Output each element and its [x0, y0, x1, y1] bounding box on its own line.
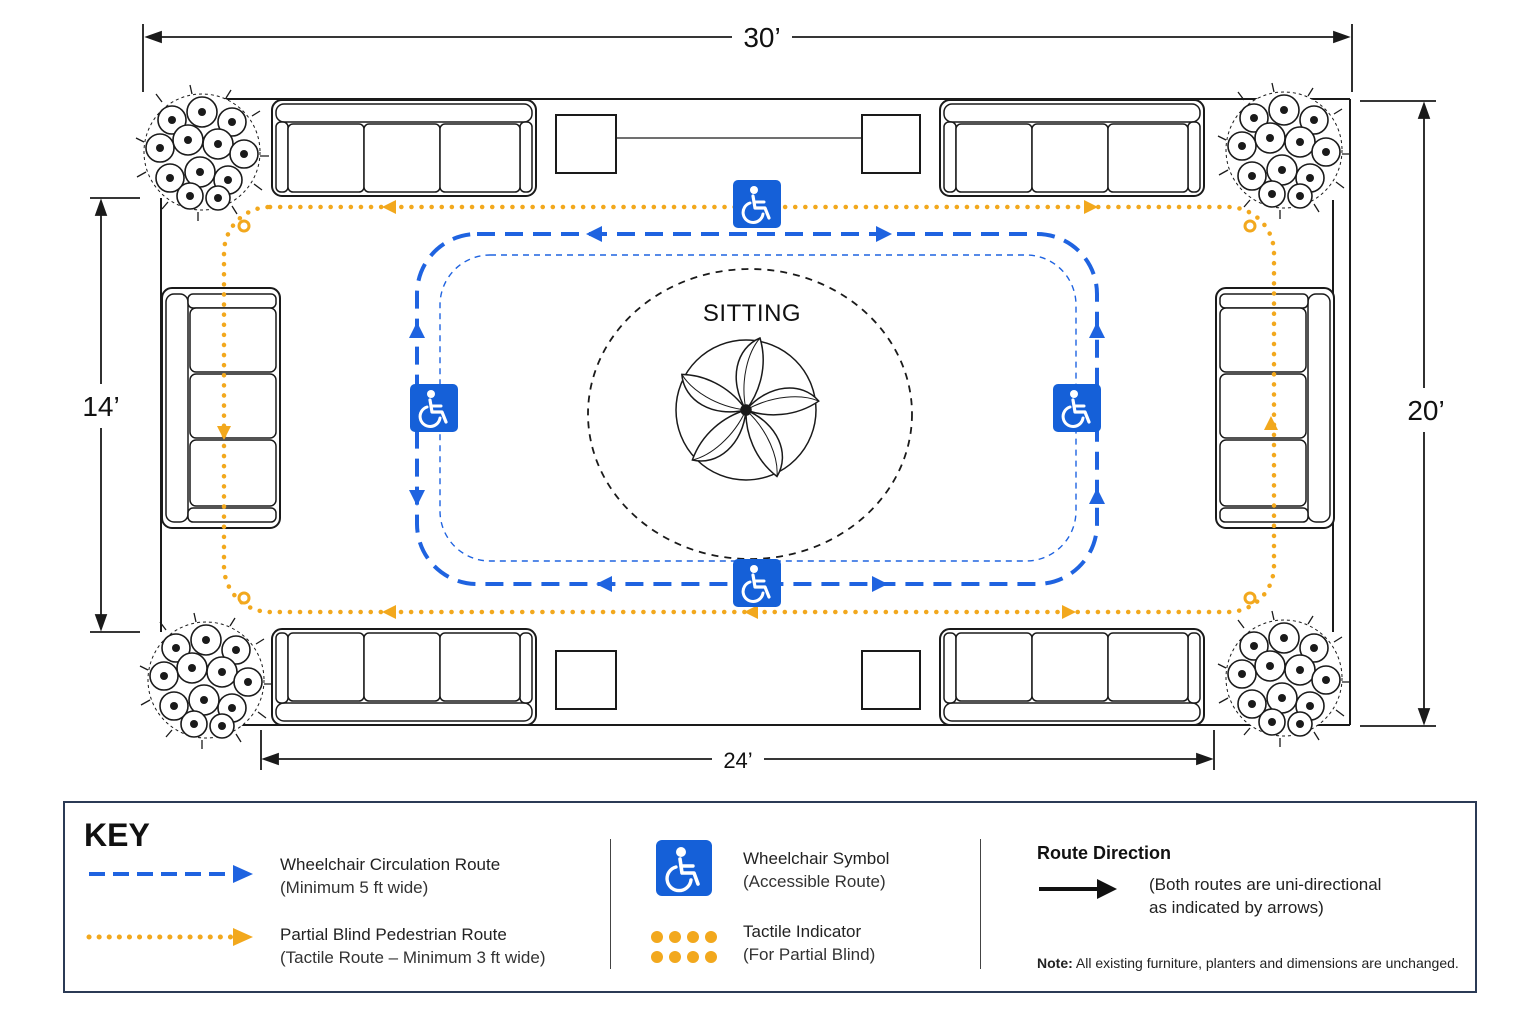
- arrow-icon: [1264, 416, 1278, 430]
- wheelchair-symbol-label: Wheelchair Symbol: [743, 849, 890, 868]
- tactile-indicator-sub: (For Partial Blind): [743, 945, 876, 964]
- wheelchair-icon: [1051, 382, 1103, 434]
- tactile-indicator-dots: [237, 219, 1257, 605]
- wheelchair-symbol-sub: (Accessible Route): [743, 872, 886, 891]
- legend-key: KEY Wheelchair Circulation Route (Minimu…: [63, 801, 1477, 993]
- wheelchair-icon: [731, 178, 783, 230]
- dimension-left: [90, 197, 140, 633]
- key-divider: [980, 839, 981, 969]
- dimension-left-label: 14’: [82, 391, 119, 422]
- wheelchair-icon: [731, 557, 783, 609]
- planter-icon: [1217, 610, 1352, 748]
- route-direction-title: Route Direction: [1037, 843, 1172, 863]
- sofa-top-right: [939, 99, 1205, 197]
- wheelchair-symbol-legend: Wheelchair Symbol (Accessible Route): [743, 847, 889, 893]
- wheelchair-icon: [408, 382, 460, 434]
- dimension-right: [1360, 100, 1436, 727]
- wheelchair-route-legend: Wheelchair Circulation Route (Minimum 5 …: [280, 853, 500, 899]
- wheelchair-route-sample: [89, 865, 253, 883]
- dimension-right-label: 20’: [1407, 395, 1444, 426]
- arrow-icon: [217, 426, 231, 440]
- side-table-icon: [861, 114, 921, 174]
- planter-icon: [139, 612, 274, 750]
- arrow-icon: [1039, 879, 1117, 899]
- tactile-indicator-legend: Tactile Indicator (For Partial Blind): [743, 920, 875, 966]
- side-table-icon: [555, 114, 617, 174]
- sitting-label: SITTING: [703, 300, 801, 327]
- wheelchair-route-arrows: [409, 226, 1105, 592]
- side-table-icon: [861, 650, 921, 710]
- tactile-route-sub: (Tactile Route – Minimum 3 ft wide): [280, 948, 546, 967]
- arrow-icon: [1084, 200, 1098, 214]
- wheelchair-route-sub: (Minimum 5 ft wide): [280, 878, 429, 897]
- arrow-icon: [409, 322, 425, 338]
- route-direction-legend: (Both routes are uni-directional as indi…: [1149, 873, 1381, 919]
- dimension-bottom: [260, 730, 1215, 770]
- floor-plan: 30’ 24’ 14’ 20’: [82, 22, 1444, 773]
- key-title: KEY: [84, 817, 150, 853]
- key-divider: [610, 839, 611, 969]
- key-note-text: All existing furniture, planters and dim…: [1072, 955, 1459, 971]
- planter-icon: [135, 84, 270, 222]
- wheelchair-icon: [656, 840, 712, 896]
- key-note: Note: All existing furniture, planters a…: [1037, 955, 1459, 971]
- dimension-bottom-label: 24’: [723, 748, 752, 773]
- tactile-indicator-label: Tactile Indicator: [743, 922, 862, 941]
- sofa-top-left: [271, 99, 537, 197]
- planter-icon: [1217, 82, 1352, 220]
- arrow-icon: [1089, 322, 1105, 338]
- arrow-icon: [586, 226, 602, 242]
- tactile-route-sample: [86, 928, 253, 946]
- route-direction-line2: as indicated by arrows): [1149, 898, 1324, 917]
- arrow-icon: [876, 226, 892, 242]
- tactile-route-label: Partial Blind Pedestrian Route: [280, 925, 507, 944]
- sofa-bottom-right: [939, 628, 1205, 726]
- arrow-icon: [382, 200, 396, 214]
- arrow-icon: [409, 490, 425, 506]
- tactile-route-arrows: [217, 200, 1278, 619]
- route-direction-line1: (Both routes are uni-directional: [1149, 875, 1382, 894]
- dimension-top-label: 30’: [743, 22, 780, 53]
- tactile-route-legend: Partial Blind Pedestrian Route (Tactile …: [280, 923, 545, 969]
- tactile-indicator-icon: [651, 931, 717, 963]
- sofa-bottom-left: [271, 628, 537, 726]
- key-note-prefix: Note:: [1037, 955, 1073, 971]
- arrow-icon: [1062, 605, 1076, 619]
- arrow-icon: [744, 605, 758, 619]
- arrow-icon: [1089, 488, 1105, 504]
- sofa-left: [161, 287, 281, 529]
- dimension-top: [142, 24, 1353, 92]
- flower-ornament-icon: [675, 336, 820, 481]
- side-table-icon: [555, 650, 617, 710]
- arrow-icon: [382, 605, 396, 619]
- arrow-icon: [872, 576, 888, 592]
- arrow-icon: [596, 576, 612, 592]
- wheelchair-route-label: Wheelchair Circulation Route: [280, 855, 501, 874]
- sitting-area: [587, 268, 913, 560]
